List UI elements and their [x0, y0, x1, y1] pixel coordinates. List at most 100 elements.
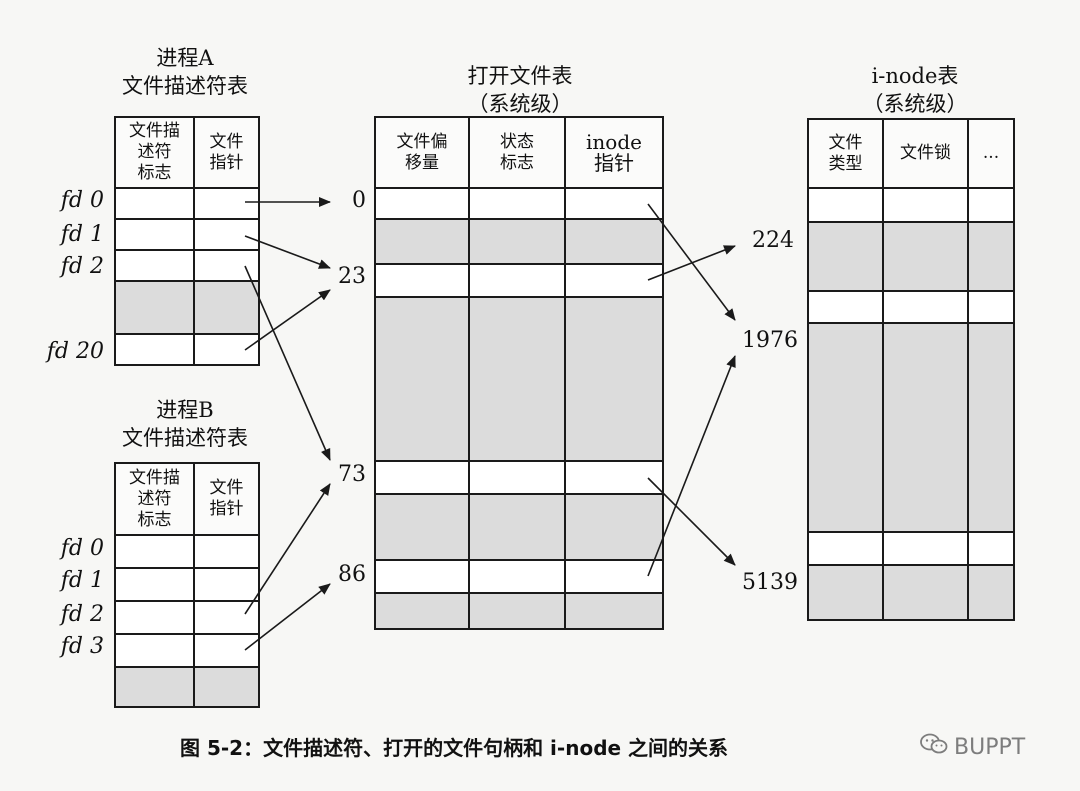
process-a-fd-0: fd 0 — [60, 188, 104, 213]
table-cell — [114, 280, 195, 335]
arrow-a-fd1-to-23 — [244, 235, 331, 269]
process-a-title: 进程A 文件描述符表 — [100, 44, 270, 100]
table-cell — [114, 249, 195, 282]
arrow-of23-to-224 — [647, 245, 736, 281]
table-cell — [564, 296, 664, 462]
table-cell — [468, 263, 566, 298]
inode-table-title-line1: i-node表 — [871, 64, 959, 88]
inode-header-lock: 文件锁 — [882, 118, 969, 189]
arrow-a-fd20-to-23 — [244, 289, 331, 351]
open-file-index-73: 73 — [338, 462, 366, 487]
process-b-fd-1: fd 1 — [60, 568, 104, 593]
table-cell — [193, 567, 260, 602]
process-a-header-pointer: 文件 指针 — [193, 116, 260, 189]
table-cell — [564, 187, 664, 220]
table-cell — [807, 290, 884, 324]
process-a-fd-1: fd 1 — [60, 222, 104, 247]
table-cell — [468, 296, 566, 462]
arrow-of86-to-1976 — [647, 355, 736, 577]
open-file-index-0: 0 — [352, 188, 366, 213]
process-a-fd-2: fd 2 — [60, 254, 104, 279]
table-cell — [882, 564, 969, 621]
table-cell — [193, 280, 260, 335]
table-cell — [114, 633, 195, 668]
table-cell — [114, 666, 195, 708]
table-cell — [564, 559, 664, 594]
table-cell — [374, 460, 470, 495]
open-file-table-title: 打开文件表 （系统级） — [420, 62, 620, 118]
table-cell — [468, 187, 566, 220]
table-cell — [807, 322, 884, 533]
table-cell — [374, 296, 470, 462]
figure-caption: 图 5-2：文件描述符、打开的文件句柄和 i-node 之间的关系 — [180, 736, 729, 760]
table-cell — [807, 221, 884, 292]
arrow-of0-to-1976 — [647, 203, 736, 321]
table-cell — [468, 559, 566, 594]
table-cell — [967, 322, 1015, 533]
arrow-b-fd3-to-86 — [244, 583, 331, 651]
table-cell — [468, 218, 566, 265]
arrow-a-fd2-to-73 — [244, 265, 331, 461]
table-cell — [114, 218, 195, 251]
process-b-fd-0: fd 0 — [60, 536, 104, 561]
table-cell — [564, 263, 664, 298]
arrow-of73-to-5139 — [647, 477, 736, 566]
inode-index-5139: 5139 — [742, 570, 798, 595]
table-cell — [193, 218, 260, 251]
table-cell — [807, 531, 884, 566]
table-cell — [114, 534, 195, 569]
table-cell — [193, 633, 260, 668]
open-file-header-inode: inode 指针 — [564, 116, 664, 189]
table-cell — [967, 221, 1015, 292]
process-b-header-flags: 文件描 述符 标志 — [114, 462, 195, 536]
table-cell — [882, 322, 969, 533]
watermark: BUPPT — [920, 733, 1025, 761]
table-cell — [193, 534, 260, 569]
process-a-title-line2: 文件描述符表 — [122, 74, 248, 98]
table-cell — [374, 187, 470, 220]
table-cell — [374, 559, 470, 594]
table-cell — [114, 600, 195, 635]
open-file-table-title-line1: 打开文件表 — [467, 64, 573, 88]
table-cell — [468, 493, 566, 561]
table-cell — [882, 290, 969, 324]
table-cell — [967, 531, 1015, 566]
table-cell — [374, 218, 470, 265]
table-cell — [193, 600, 260, 635]
process-b-title-line1: 进程B — [156, 398, 214, 422]
inode-table-title-line2: （系统级） — [862, 92, 968, 116]
process-a-header-flags: 文件描 述符 标志 — [114, 116, 195, 189]
inode-table-title: i-node表 （系统级） — [820, 62, 1010, 118]
process-a-title-line1: 进程A — [156, 46, 214, 70]
table-cell — [967, 564, 1015, 621]
process-b-fd-table: 文件描 述符 标志 文件 指针 — [114, 462, 260, 708]
process-b-title: 进程B 文件描述符表 — [100, 396, 270, 452]
open-file-table-title-line2: （系统级） — [467, 92, 573, 116]
process-a-fd-20: fd 20 — [46, 339, 104, 364]
inode-index-1976: 1976 — [742, 328, 798, 353]
table-cell — [967, 290, 1015, 324]
arrow-b-fd2-to-73 — [244, 483, 331, 615]
open-file-index-23: 23 — [338, 264, 366, 289]
table-cell — [374, 592, 470, 630]
table-cell — [193, 187, 260, 220]
table-cell — [193, 333, 260, 366]
wechat-icon — [920, 733, 948, 761]
process-b-title-line2: 文件描述符表 — [122, 426, 248, 450]
open-file-header-offset: 文件偏 移量 — [374, 116, 470, 189]
table-cell — [468, 460, 566, 495]
open-file-header-status: 状态 标志 — [468, 116, 566, 189]
table-cell — [882, 221, 969, 292]
process-b-fd-2: fd 2 — [60, 602, 104, 627]
table-cell — [564, 218, 664, 265]
table-cell — [882, 531, 969, 566]
table-cell — [374, 263, 470, 298]
table-cell — [468, 592, 566, 630]
process-b-fd-3: fd 3 — [60, 634, 104, 659]
table-cell — [114, 567, 195, 602]
inode-index-224: 224 — [752, 228, 794, 253]
table-cell — [967, 187, 1015, 223]
table-cell — [564, 460, 664, 495]
open-file-table: 文件偏 移量 状态 标志 inode 指针 — [374, 116, 664, 630]
